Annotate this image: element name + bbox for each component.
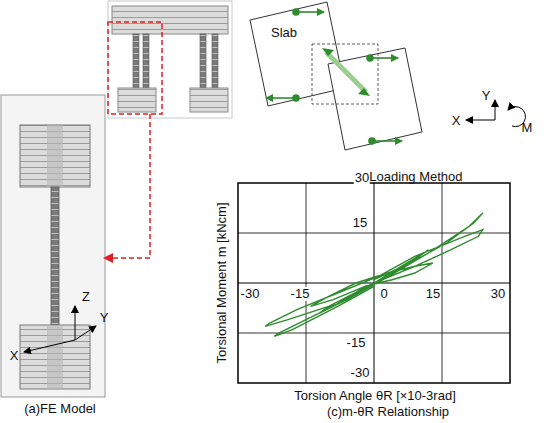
caption: (c)m-θR Relationship — [327, 405, 449, 419]
tick-label: -30 — [350, 366, 371, 380]
axis-title: Torsion Angle θR [×10-3rad] — [294, 389, 456, 403]
axis-letter: X — [452, 114, 461, 128]
axis-letter: X — [10, 349, 19, 363]
slab: Slab — [271, 25, 297, 40]
slab-label: Slab — [271, 25, 297, 40]
tick-label: 15 — [425, 287, 441, 301]
tick-label: 0 — [379, 287, 388, 301]
axis-letter: Y — [482, 89, 491, 103]
tick-label: -15 — [290, 287, 311, 301]
axis-letter: M — [522, 121, 533, 135]
tick-label: -30 — [240, 287, 261, 301]
fe-model — [1, 95, 105, 397]
axis-letter: Z — [82, 290, 90, 304]
tick-label: 15 — [352, 216, 368, 230]
caption: (a)FE Model — [24, 402, 96, 416]
hysteresis-plot — [238, 183, 510, 383]
tick-label: 30 — [354, 171, 370, 185]
tick-label: 30 — [490, 287, 506, 301]
axis-letter: Y — [100, 311, 109, 325]
loading-diagram — [250, 2, 525, 150]
axis-title: Torsional Moment m [kNcm] — [215, 202, 229, 363]
tick-label: -15 — [346, 336, 367, 350]
frame-inset — [104, 1, 232, 258]
